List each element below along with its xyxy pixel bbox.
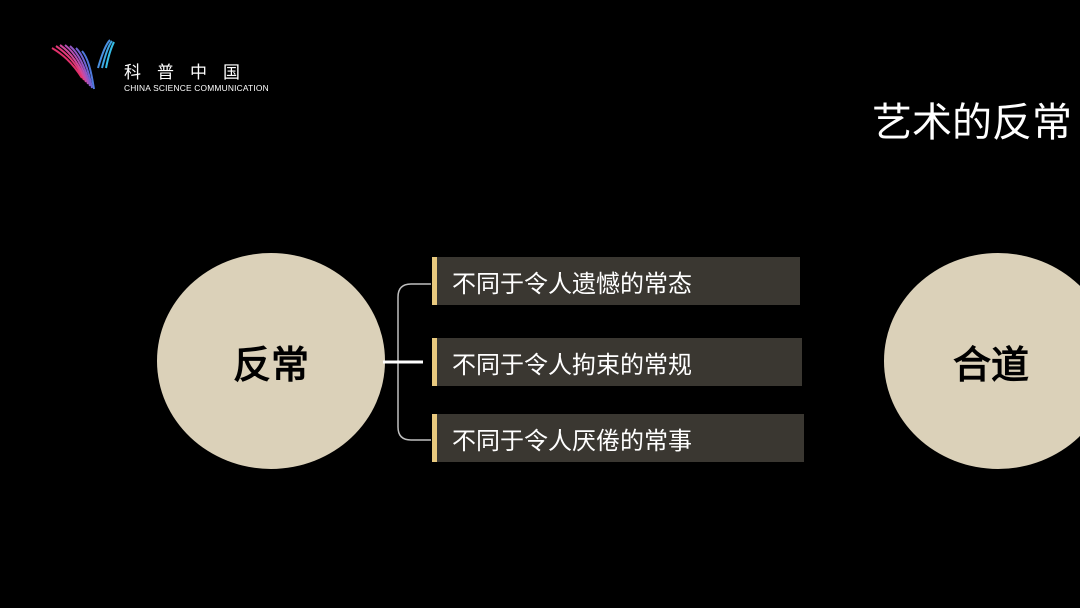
wave-logo-icon: [51, 39, 115, 90]
logo-chinese-text: 科普中国: [124, 63, 256, 83]
logo: 科普中国 CHINA SCIENCE COMMUNICATION: [50, 38, 310, 98]
bracket-connector: [383, 283, 431, 441]
list-item: 不同于令人厌倦的常事: [432, 414, 804, 462]
circle-right-label: 合道: [952, 342, 1029, 387]
list-item: 不同于令人拘束的常规: [432, 338, 802, 386]
logo-english-text: CHINA SCIENCE COMMUNICATION: [124, 83, 269, 93]
circle-right: 合道: [884, 253, 1080, 469]
slide-title: 艺术的反常: [872, 100, 1072, 146]
list-item: 不同于令人遗憾的常态: [432, 257, 800, 305]
circle-left: 反常: [157, 253, 385, 469]
circle-left-label: 反常: [232, 342, 309, 387]
